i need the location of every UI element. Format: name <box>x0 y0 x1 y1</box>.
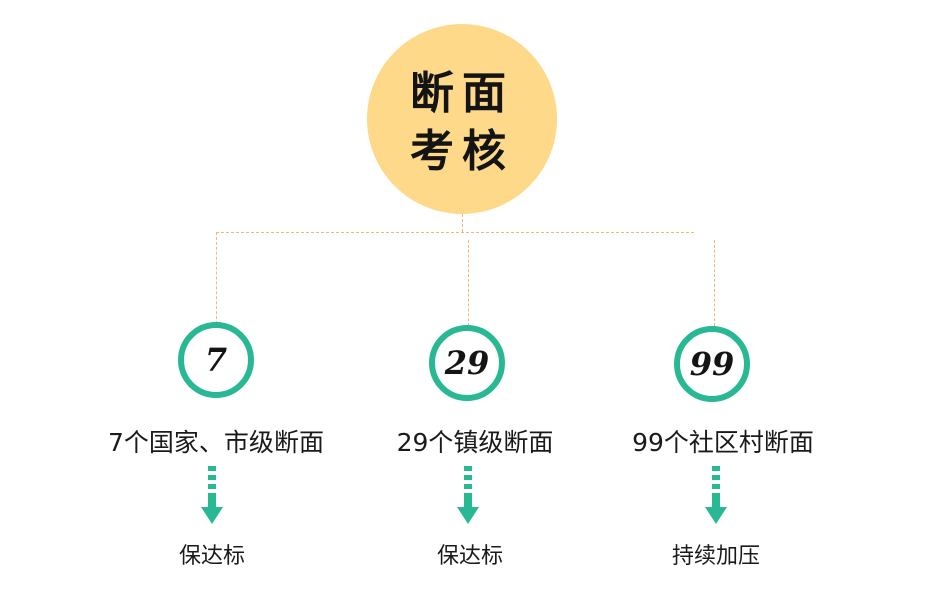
arrow-down-icon <box>457 466 479 524</box>
branch-result-2: 保达标 <box>436 544 503 569</box>
branch-node-2: 29 <box>429 325 505 401</box>
branch-node-3: 99 <box>674 326 750 402</box>
hub-title-line1: 断面 <box>410 68 514 119</box>
branch-connector-1 <box>216 232 217 324</box>
branch-label-3: 99个社区村断面 <box>632 428 814 457</box>
branch-result-1: 保达标 <box>178 544 245 569</box>
arrow-down-icon <box>201 466 223 524</box>
branch-connector-2 <box>468 240 469 326</box>
branch-number-3: 99 <box>689 345 735 383</box>
branch-number-2: 29 <box>444 344 490 382</box>
branch-label-1: 7个国家、市级断面 <box>108 428 324 457</box>
branch-label-2: 29个镇级断面 <box>396 428 554 457</box>
branch-number-1: 7 <box>204 341 228 379</box>
hub-connector <box>462 214 463 232</box>
hub-title-line2: 考核 <box>410 126 514 177</box>
arrow-down-icon <box>705 466 727 524</box>
branch-result-3: 持续加压 <box>671 544 760 569</box>
branch-node-1: 7 <box>178 322 254 398</box>
branch-bus <box>216 232 694 233</box>
branch-connector-3 <box>714 240 715 326</box>
hub-circle: 断面 考核 <box>367 24 557 214</box>
